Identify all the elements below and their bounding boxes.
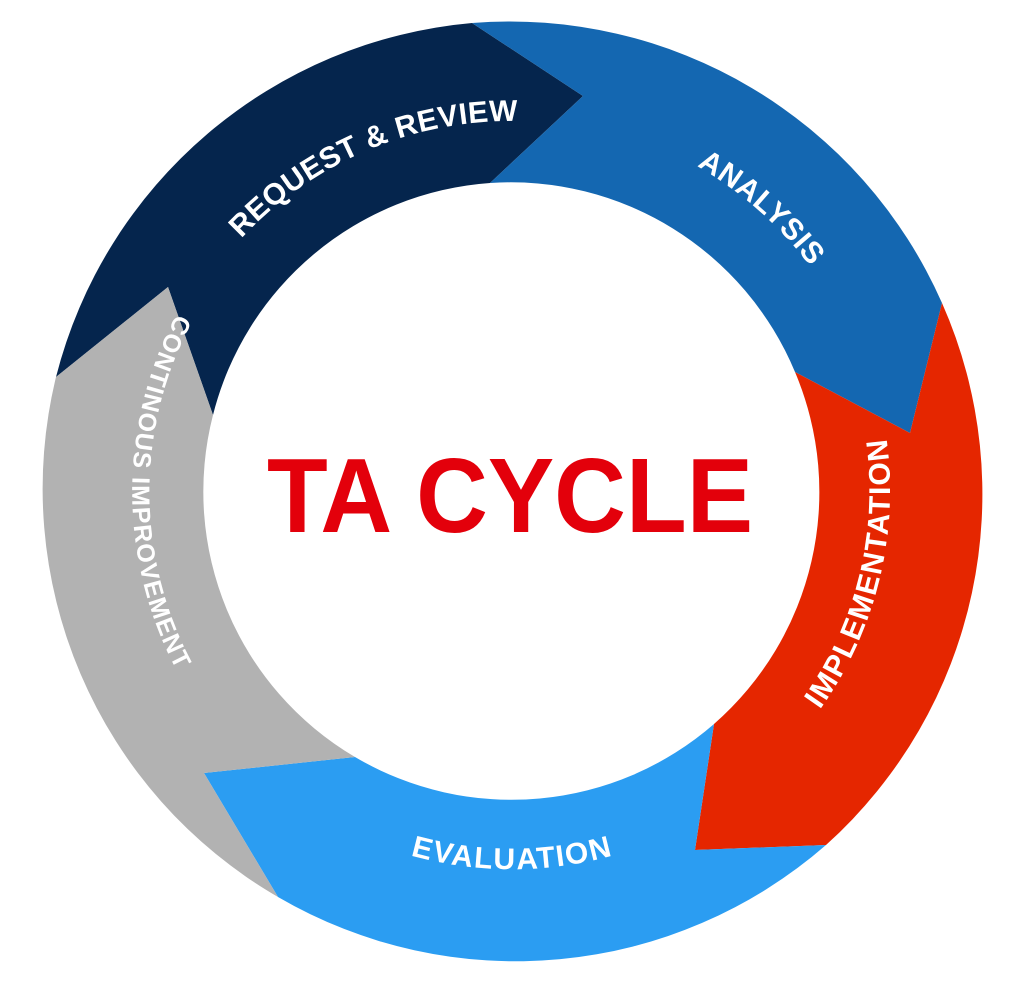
segment-continuous-improvement: CONTINOUS IMPROVEMENT bbox=[42, 287, 355, 897]
segment-evaluation: EVALUATION bbox=[204, 724, 826, 962]
arrow-segment-analysis bbox=[472, 21, 942, 433]
arrow-segment-implementation bbox=[695, 303, 983, 850]
arrow-segment-continuous-improvement bbox=[42, 287, 355, 897]
arrow-segment-request-review bbox=[56, 23, 583, 415]
segment-analysis: ANALYSIS bbox=[472, 21, 942, 433]
segment-implementation: IMPLEMENTATION bbox=[695, 303, 983, 850]
center-title: TA CYCLE bbox=[267, 437, 753, 555]
arrow-segment-evaluation bbox=[204, 724, 826, 962]
